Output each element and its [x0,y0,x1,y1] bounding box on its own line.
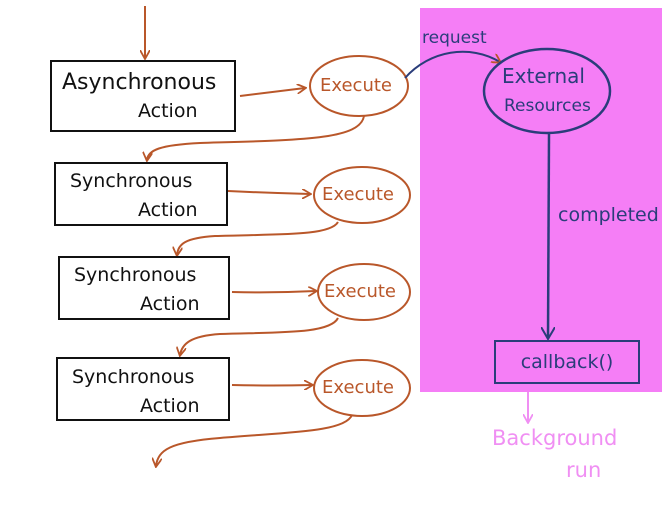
background-run-line1: Background [492,426,618,450]
sync-action-box-1: Synchronous Action [54,162,228,226]
execute-label-1: Execute [320,75,392,96]
async-action-box: Asynchronous Action [50,60,236,132]
action-label-line2: Action [140,395,200,417]
action-label-line1: Synchronous [72,366,195,388]
execute-label-4: Execute [322,377,394,398]
external-resources-line2: Resources [504,96,591,116]
action-to-execute-arrow-3 [231,291,316,292]
execute-ellipse-2 [313,166,411,224]
action-label-line1: Synchronous [74,264,197,286]
request-arrow [404,50,500,79]
action-to-execute-arrow-1 [239,88,305,97]
execute-label-3: Execute [324,281,396,302]
action-label-line2: Action [140,293,200,315]
return-arrow-4 [156,414,353,466]
action-label-line2: Action [138,199,198,221]
request-label: request [422,28,487,48]
callback-label: callback() [520,351,614,373]
execute-label-2: Execute [322,184,394,205]
action-to-execute-arrow-4 [231,385,312,386]
execute-ellipse-3 [317,263,411,321]
callback-box: callback() [494,340,640,384]
return-arrow-2 [177,221,339,255]
action-to-execute-arrow-2 [227,191,310,194]
action-label-line1: Asynchronous [62,70,217,95]
execute-ellipse-4 [313,359,411,417]
execute-ellipse-1 [309,55,409,117]
sync-action-box-2: Synchronous Action [58,256,230,320]
external-resources-ellipse [482,47,612,135]
return-arrow-1 [147,115,365,160]
action-label-line2: Action [138,100,198,122]
completed-label: completed [558,204,659,226]
completed-arrow [548,133,549,338]
external-resources-line1: External [502,64,585,88]
sync-action-box-3: Synchronous Action [56,357,230,421]
return-arrow-3 [180,317,339,355]
action-label-line1: Synchronous [70,170,193,192]
background-run-line2: run [566,458,602,482]
